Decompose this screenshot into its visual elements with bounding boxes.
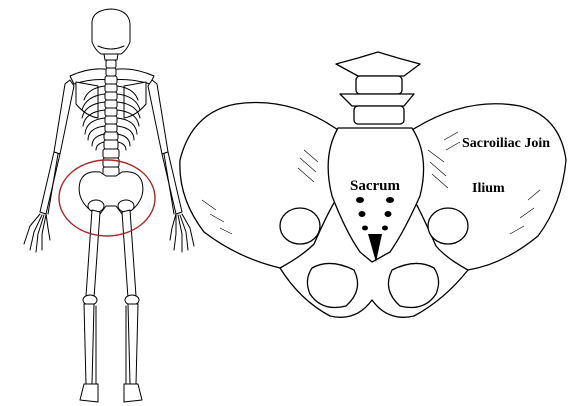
sacroiliac-joint-label: Sacroiliac Join [462,137,550,151]
left-ilium [180,102,338,268]
sacrum-label: Sacrum [350,179,400,194]
ilium-label: Ilium [472,182,505,196]
lumbar-vertebrae [336,52,420,124]
left-acetabulum [280,208,320,244]
right-acetabulum [428,208,468,244]
